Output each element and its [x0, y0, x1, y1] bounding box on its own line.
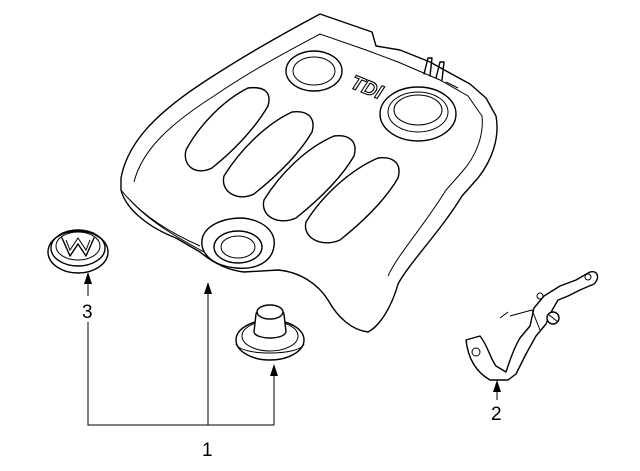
callout-2: 2 — [491, 404, 502, 425]
callout-3: 3 — [82, 302, 93, 323]
bracket[interactable] — [465, 270, 599, 381]
cover-ribs — [184, 86, 400, 244]
cover-port-upper — [285, 50, 343, 92]
cover-connector-tabs — [423, 57, 459, 89]
engine-cover[interactable]: TDI — [120, 13, 498, 333]
oil-filler-neck — [379, 86, 457, 142]
cover-port-lower — [201, 217, 275, 269]
callout-1: 1 — [202, 440, 213, 461]
grommet[interactable] — [235, 304, 305, 361]
vw-emblem[interactable] — [47, 229, 109, 274]
leader-lines — [84, 272, 501, 426]
vw-logo-icon — [61, 237, 95, 257]
